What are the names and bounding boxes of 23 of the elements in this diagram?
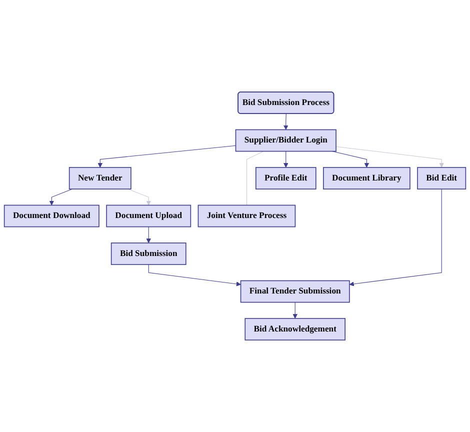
node-box: Bid Acknowledgement <box>244 318 346 340</box>
node-box: Supplier/Bidder Login <box>235 129 336 152</box>
arrow <box>349 188 442 286</box>
arrow <box>128 188 151 206</box>
node-box: Document Download <box>4 204 100 228</box>
arrow <box>98 145 236 168</box>
node-box: Joint Venture Process <box>198 204 296 228</box>
node-box: Profile Edit <box>255 167 316 190</box>
arrow <box>292 302 298 319</box>
node-box: Bid Edit <box>417 167 466 190</box>
arrow <box>148 264 241 286</box>
node-box: New Tender <box>68 167 132 190</box>
node-box: Document Upload <box>106 204 192 228</box>
arrow <box>284 114 288 130</box>
arrow <box>49 188 73 206</box>
connector <box>246 151 264 206</box>
node-box: Document Library <box>323 167 410 190</box>
arrow <box>146 226 151 244</box>
arrow <box>332 151 370 168</box>
node-box: Bid Submission <box>110 242 186 265</box>
arrow <box>284 151 288 168</box>
node-box: Final Tender Submission <box>240 280 350 303</box>
arrow <box>336 146 444 168</box>
